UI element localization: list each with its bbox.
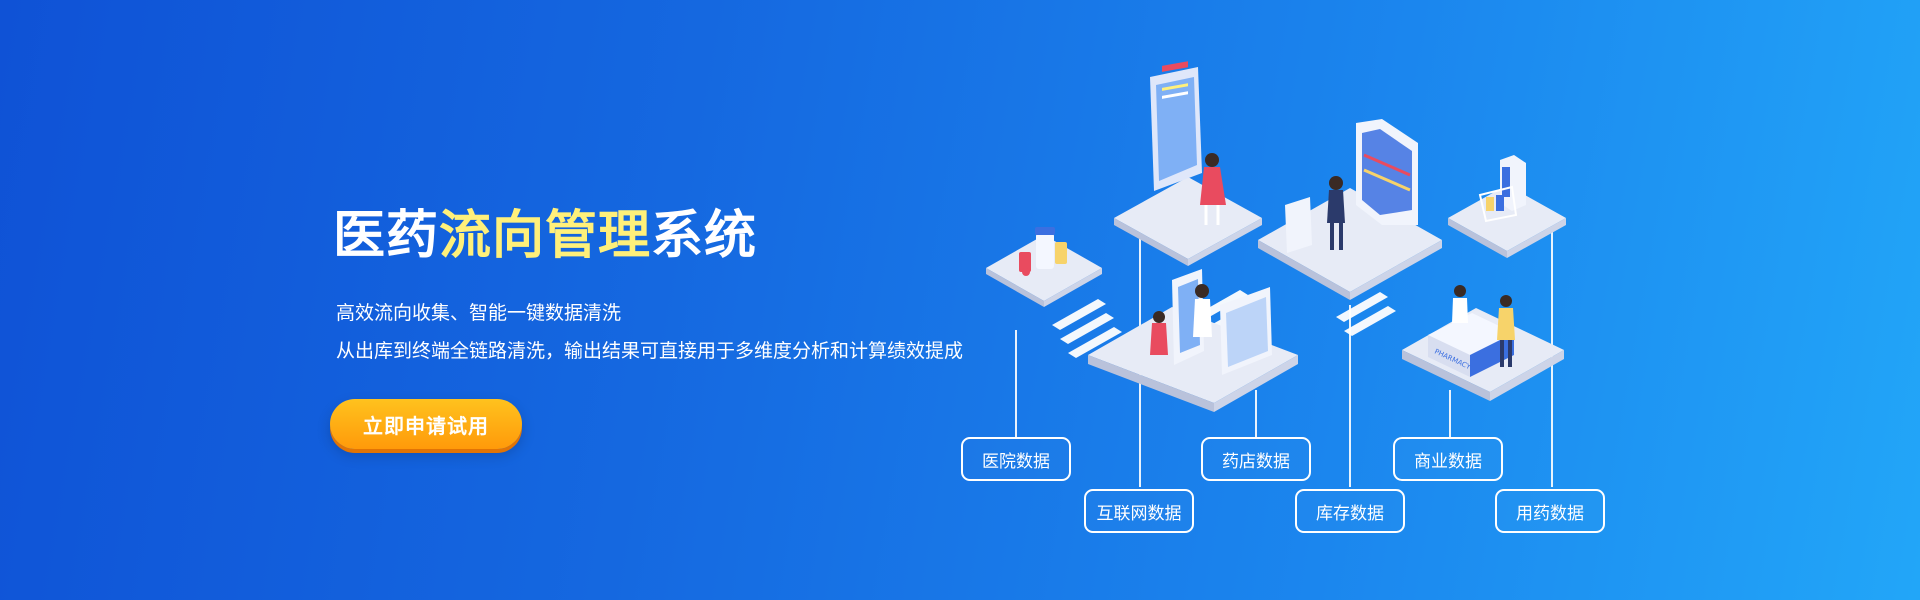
subtitle-line-2: 从出库到终端全链路清洗，输出结果可直接用于多维度分析和计算绩效提成 [336, 341, 964, 362]
pill-bottles-platform [986, 227, 1102, 307]
tag-pharmacy-data: 药店数据 [1201, 437, 1311, 481]
subtitle-line-1: 高效流向收集、智能一键数据清洗 [336, 303, 622, 324]
pharmacy-counter-platform: PHARMACY [1402, 285, 1564, 401]
data-flow-illustration: PHARMACY [986, 61, 1566, 487]
shelf-platform [1258, 119, 1442, 300]
cart-platform [1448, 155, 1566, 258]
pharmacy-shelves-platform [1088, 269, 1298, 412]
phone-platform [1114, 61, 1262, 266]
tag-internet-data: 互联网数据 [1084, 489, 1194, 533]
tag-medication-data: 用药数据 [1495, 489, 1605, 533]
hero-title: 医药流向管理系统 [333, 204, 757, 268]
tag-commerce-data: 商业数据 [1393, 437, 1503, 481]
tag-hospital-data: 医院数据 [961, 437, 1071, 481]
tag-inventory-data: 库存数据 [1295, 489, 1405, 533]
title-highlight: 流向管理 [439, 206, 652, 266]
apply-trial-button[interactable]: 立即申请试用 [330, 399, 522, 449]
title-part-2: 系统 [651, 206, 758, 266]
title-part-1: 医药 [333, 206, 440, 266]
